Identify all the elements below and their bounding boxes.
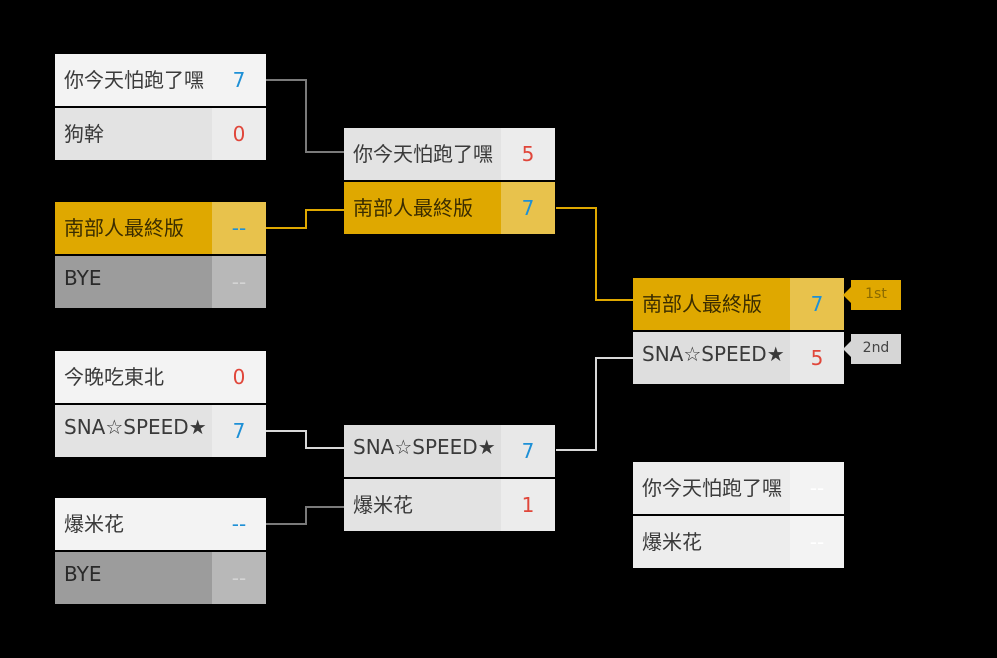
team-score: --: [212, 552, 266, 604]
team-slot[interactable]: 爆米花 1: [344, 479, 555, 531]
team-name: BYE: [55, 256, 212, 308]
connector-r1m3: [266, 430, 344, 449]
team-name: 你今天怕跑了嘿: [55, 54, 212, 106]
team-name: 你今天怕跑了嘿: [633, 462, 790, 514]
team-slot[interactable]: 狗幹 0: [55, 108, 266, 160]
team-name: 南部人最終版: [344, 182, 501, 234]
team-score: --: [212, 498, 266, 550]
team-name: SNA☆SPEED★: [633, 332, 790, 384]
team-score: 7: [790, 278, 844, 330]
team-name: 南部人最終版: [633, 278, 790, 330]
team-name: 今晚吃東北: [55, 351, 212, 403]
team-score: 5: [790, 332, 844, 384]
connector-r1m1: [266, 79, 344, 153]
team-score: 0: [212, 108, 266, 160]
team-name: 爆米花: [344, 479, 501, 531]
team-slot[interactable]: BYE --: [55, 256, 266, 308]
connector-r2m2: [556, 357, 633, 451]
team-score: --: [790, 462, 844, 514]
team-name: 狗幹: [55, 108, 212, 160]
connector-r1m4: [266, 506, 344, 525]
team-slot[interactable]: SNA☆SPEED★ 5: [633, 332, 844, 384]
team-slot[interactable]: 你今天怕跑了嘿 5: [344, 128, 555, 180]
team-score: --: [212, 202, 266, 254]
team-score: --: [212, 256, 266, 308]
team-name: 爆米花: [55, 498, 212, 550]
round1-match-1: 你今天怕跑了嘿 7 狗幹 0: [55, 54, 266, 160]
team-score: 5: [501, 128, 555, 180]
team-slot[interactable]: 南部人最終版 --: [55, 202, 266, 254]
team-name: 你今天怕跑了嘿: [344, 128, 501, 180]
team-score: 7: [501, 182, 555, 234]
connector-r1m2: [266, 209, 344, 229]
third-place-match: 你今天怕跑了嘿 -- 爆米花 --: [633, 462, 844, 568]
round1-match-3: 今晚吃東北 0 SNA☆SPEED★ 7: [55, 351, 266, 457]
round1-match-2: 南部人最終版 -- BYE --: [55, 202, 266, 308]
second-place-badge: 2nd: [843, 334, 901, 364]
team-slot[interactable]: SNA☆SPEED★ 7: [344, 425, 555, 477]
team-slot[interactable]: 爆米花 --: [55, 498, 266, 550]
team-score: --: [790, 516, 844, 568]
team-slot[interactable]: BYE --: [55, 552, 266, 604]
team-name: SNA☆SPEED★: [55, 405, 212, 457]
team-name: BYE: [55, 552, 212, 604]
team-slot[interactable]: SNA☆SPEED★ 7: [55, 405, 266, 457]
team-slot[interactable]: 你今天怕跑了嘿 7: [55, 54, 266, 106]
team-score: 7: [501, 425, 555, 477]
round2-match-2: SNA☆SPEED★ 7 爆米花 1: [344, 425, 555, 531]
first-place-badge: 1st: [843, 280, 901, 310]
team-slot[interactable]: 南部人最終版 7: [633, 278, 844, 330]
team-slot[interactable]: 你今天怕跑了嘿 --: [633, 462, 844, 514]
team-slot[interactable]: 爆米花 --: [633, 516, 844, 568]
team-score: 1: [501, 479, 555, 531]
team-slot[interactable]: 南部人最終版 7: [344, 182, 555, 234]
connector-r2m1: [556, 207, 633, 301]
team-score: 0: [212, 351, 266, 403]
team-score: 7: [212, 54, 266, 106]
round2-match-1: 你今天怕跑了嘿 5 南部人最終版 7: [344, 128, 555, 234]
team-name: SNA☆SPEED★: [344, 425, 501, 477]
team-score: 7: [212, 405, 266, 457]
team-slot[interactable]: 今晚吃東北 0: [55, 351, 266, 403]
team-name: 南部人最終版: [55, 202, 212, 254]
final-match: 南部人最終版 7 SNA☆SPEED★ 5: [633, 278, 844, 384]
team-name: 爆米花: [633, 516, 790, 568]
round1-match-4: 爆米花 -- BYE --: [55, 498, 266, 604]
